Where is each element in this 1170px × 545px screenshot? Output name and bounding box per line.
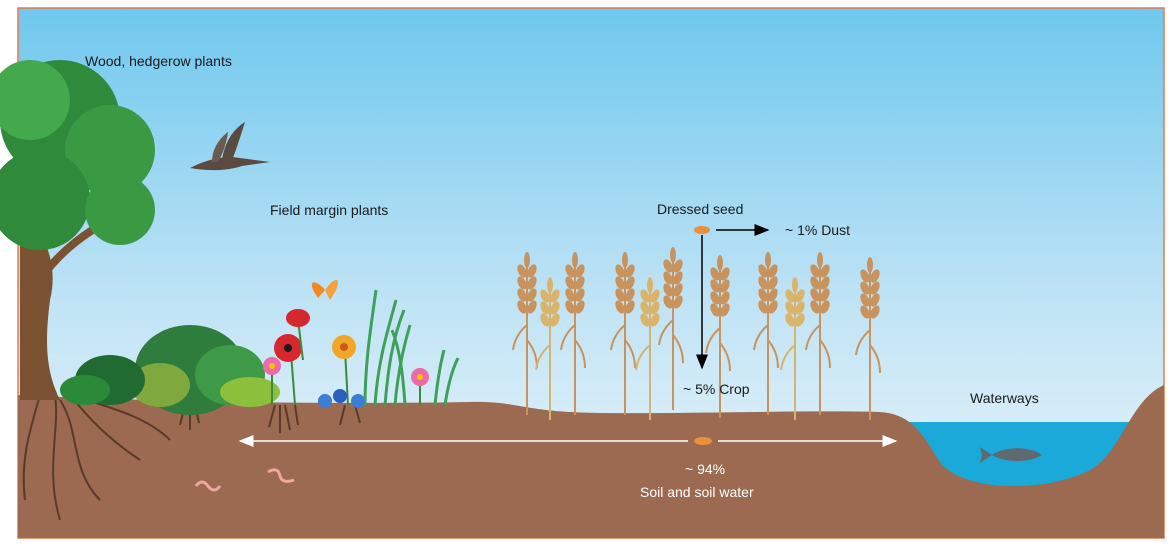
seed-icon xyxy=(694,226,710,234)
worm-icon xyxy=(194,480,222,492)
label-crop: ~ 5% Crop xyxy=(683,381,750,397)
flower-icon xyxy=(411,368,429,405)
soil-ground xyxy=(18,385,1164,538)
label-dust: ~ 1% Dust xyxy=(785,222,850,238)
tree-icon xyxy=(0,60,155,400)
label-wood-hedgerow: Wood, hedgerow plants xyxy=(85,53,232,69)
hedgerow-bushes xyxy=(60,325,280,415)
seed-icon xyxy=(694,437,712,445)
poppy-icon xyxy=(274,309,310,406)
field-grass xyxy=(363,289,460,406)
label-dressed-seed: Dressed seed xyxy=(657,201,743,217)
label-soil-percent: ~ 94% xyxy=(685,461,725,477)
label-waterways: Waterways xyxy=(970,390,1039,406)
butterfly-icon xyxy=(311,279,339,300)
fish-icon xyxy=(980,447,1042,463)
label-soil-water: Soil and soil water xyxy=(640,484,754,500)
flower-icon xyxy=(332,335,356,406)
bird-icon xyxy=(190,122,270,171)
label-field-margin: Field margin plants xyxy=(270,202,388,218)
flower-icon xyxy=(263,357,281,405)
cornflower-icon xyxy=(318,389,365,408)
worm-icon xyxy=(267,468,295,483)
